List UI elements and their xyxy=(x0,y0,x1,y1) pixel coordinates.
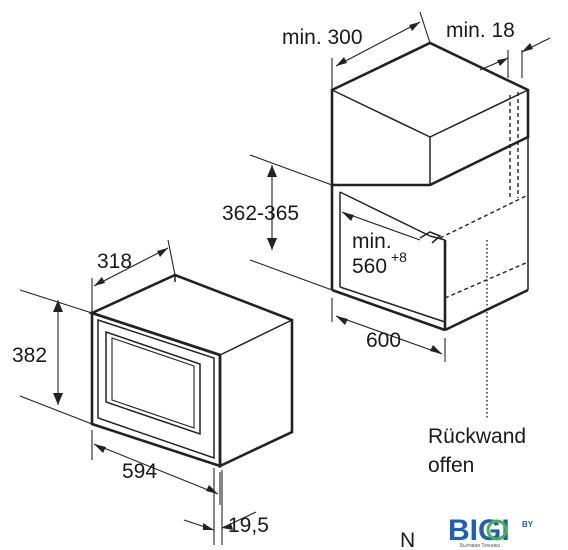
ext-line xyxy=(167,239,176,276)
niche-top-inner xyxy=(339,191,431,237)
arrow xyxy=(342,212,354,221)
arrow xyxy=(336,316,348,325)
arrow xyxy=(522,43,533,52)
logo-suffix-text: BY xyxy=(522,520,534,529)
arrow xyxy=(206,485,218,494)
ext-line xyxy=(249,259,333,291)
niche-floor-front xyxy=(331,288,446,332)
cabinet-drawing xyxy=(330,41,530,332)
dim-line xyxy=(93,443,219,495)
arrow xyxy=(94,444,106,453)
front-thickness-label: 19,5 xyxy=(228,514,269,537)
appliance-top-front-edge xyxy=(219,319,293,356)
appliance-door-window xyxy=(105,330,201,436)
logo-tagline: Бытовая Техника xyxy=(460,543,500,549)
dim-appliance-width: 594 xyxy=(91,430,221,505)
niche-width-label: 560 xyxy=(352,255,387,278)
appliance-height-label: 382 xyxy=(12,344,47,367)
arrow xyxy=(94,277,105,286)
niche-floor-inner xyxy=(339,286,446,323)
dim-niche-height: 362-365 xyxy=(222,154,333,291)
dim-line xyxy=(335,315,443,355)
logo-green-ring-icon xyxy=(486,519,508,541)
cut-off-letter: N xyxy=(400,529,415,550)
niche-width-tolerance: +8 xyxy=(391,249,407,265)
appliance-depth-label: 318 xyxy=(97,250,132,273)
arrow xyxy=(203,523,214,530)
appliance-door-window-inner xyxy=(111,337,195,429)
dim-appliance-height: 382 xyxy=(12,289,93,425)
ext-line xyxy=(419,11,431,44)
dim-niche-outer-width: 600 xyxy=(331,298,446,362)
ext-line xyxy=(19,289,93,314)
upper-cabinet-bottom-edge xyxy=(429,136,529,186)
dim-line xyxy=(93,247,169,287)
upper-cabinet-edge xyxy=(331,89,431,138)
niche-depth-label: min. 300 xyxy=(282,26,363,49)
back-wall-label-line1: Rückwand xyxy=(428,425,526,448)
arrow xyxy=(157,248,168,257)
back-gap-label: min. 18 xyxy=(446,19,515,42)
appliance-body-outline xyxy=(88,273,294,469)
appliance-front-inner xyxy=(97,318,215,460)
upper-cabinet-edge-top xyxy=(429,89,529,138)
appliance-drawing xyxy=(88,273,294,469)
arrow xyxy=(222,523,233,530)
arrow xyxy=(430,345,442,354)
dim-niche-depth: min. 300 xyxy=(282,11,431,90)
arrow xyxy=(409,22,420,31)
back-wall-label-line2: offen xyxy=(428,454,474,477)
arrow xyxy=(53,393,63,405)
dim-niche-width: min. 560 +8 xyxy=(341,211,421,278)
logo-brand-text: BIGI xyxy=(448,514,510,547)
rear-dashed-diagonal xyxy=(439,194,529,239)
watermark-logo: BIGI BY Бытовая Техника xyxy=(448,514,534,549)
dim-line xyxy=(335,21,421,67)
niche-bracket xyxy=(419,231,442,244)
ext-line xyxy=(249,154,333,186)
niche-outer-width-label: 600 xyxy=(366,329,401,352)
dim-front-thickness: 19,5 xyxy=(183,468,269,545)
dim-appliance-depth: 318 xyxy=(91,239,176,313)
ext-line xyxy=(19,395,93,425)
dim-back-gap: min. 18 xyxy=(446,19,551,78)
appliance-width-label: 594 xyxy=(122,460,157,483)
arrow xyxy=(336,57,347,66)
niche-height-label: 362-365 xyxy=(222,202,299,225)
min-label: min. xyxy=(352,230,392,253)
arrow xyxy=(267,165,277,177)
dim-line xyxy=(341,211,421,241)
arrow xyxy=(267,238,277,250)
arrow xyxy=(497,58,508,66)
niche-floor-side xyxy=(444,288,529,332)
appliance-front-frame xyxy=(90,311,222,468)
arrow xyxy=(53,300,63,312)
back-wall-note: Rückwand offen xyxy=(428,240,526,477)
